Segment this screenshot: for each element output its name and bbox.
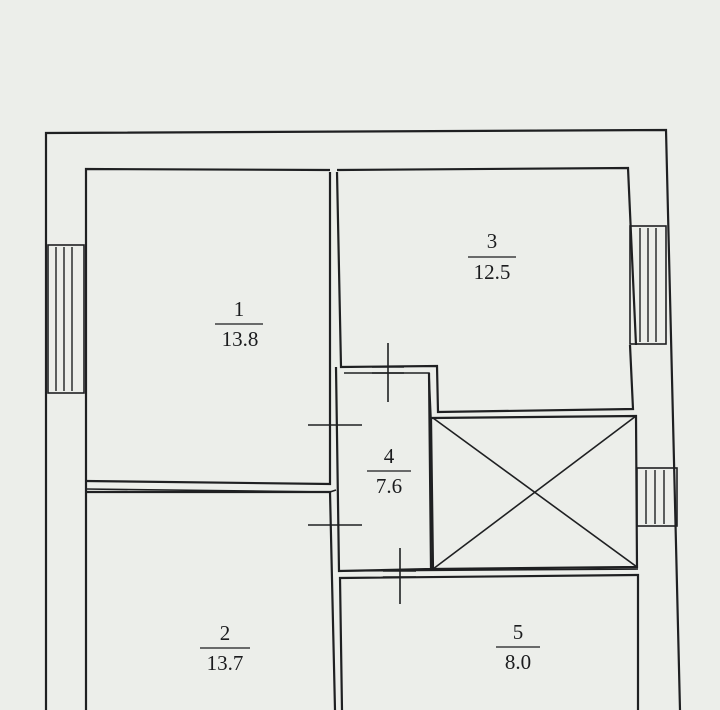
room-5-number: 5 (513, 620, 524, 644)
room-5-area: 8.0 (505, 650, 531, 674)
label-room-3: 3 12.5 (468, 229, 516, 284)
room-3-number: 3 (487, 229, 498, 253)
room-2-area: 13.7 (207, 651, 244, 675)
label-room-2: 2 13.7 (200, 621, 250, 675)
stairwell (429, 414, 639, 571)
room-2-outline (86, 490, 337, 710)
label-room-1: 1 13.8 (215, 297, 263, 351)
door-room-3 (372, 343, 404, 402)
room-4-number: 4 (384, 444, 395, 468)
window-right-top (629, 225, 667, 345)
room-4-area: 7.6 (376, 474, 402, 498)
room-1-number: 1 (234, 297, 245, 321)
window-right-bottom (636, 467, 678, 527)
label-room-5: 5 8.0 (496, 620, 540, 674)
room-2-number: 2 (220, 621, 231, 645)
window-left (47, 244, 85, 394)
door-room-5 (383, 548, 416, 604)
room-1-area: 13.8 (222, 327, 259, 351)
room-3-area: 12.5 (474, 260, 511, 284)
label-room-4: 4 7.6 (367, 444, 411, 498)
outer-walls (44, 128, 682, 710)
